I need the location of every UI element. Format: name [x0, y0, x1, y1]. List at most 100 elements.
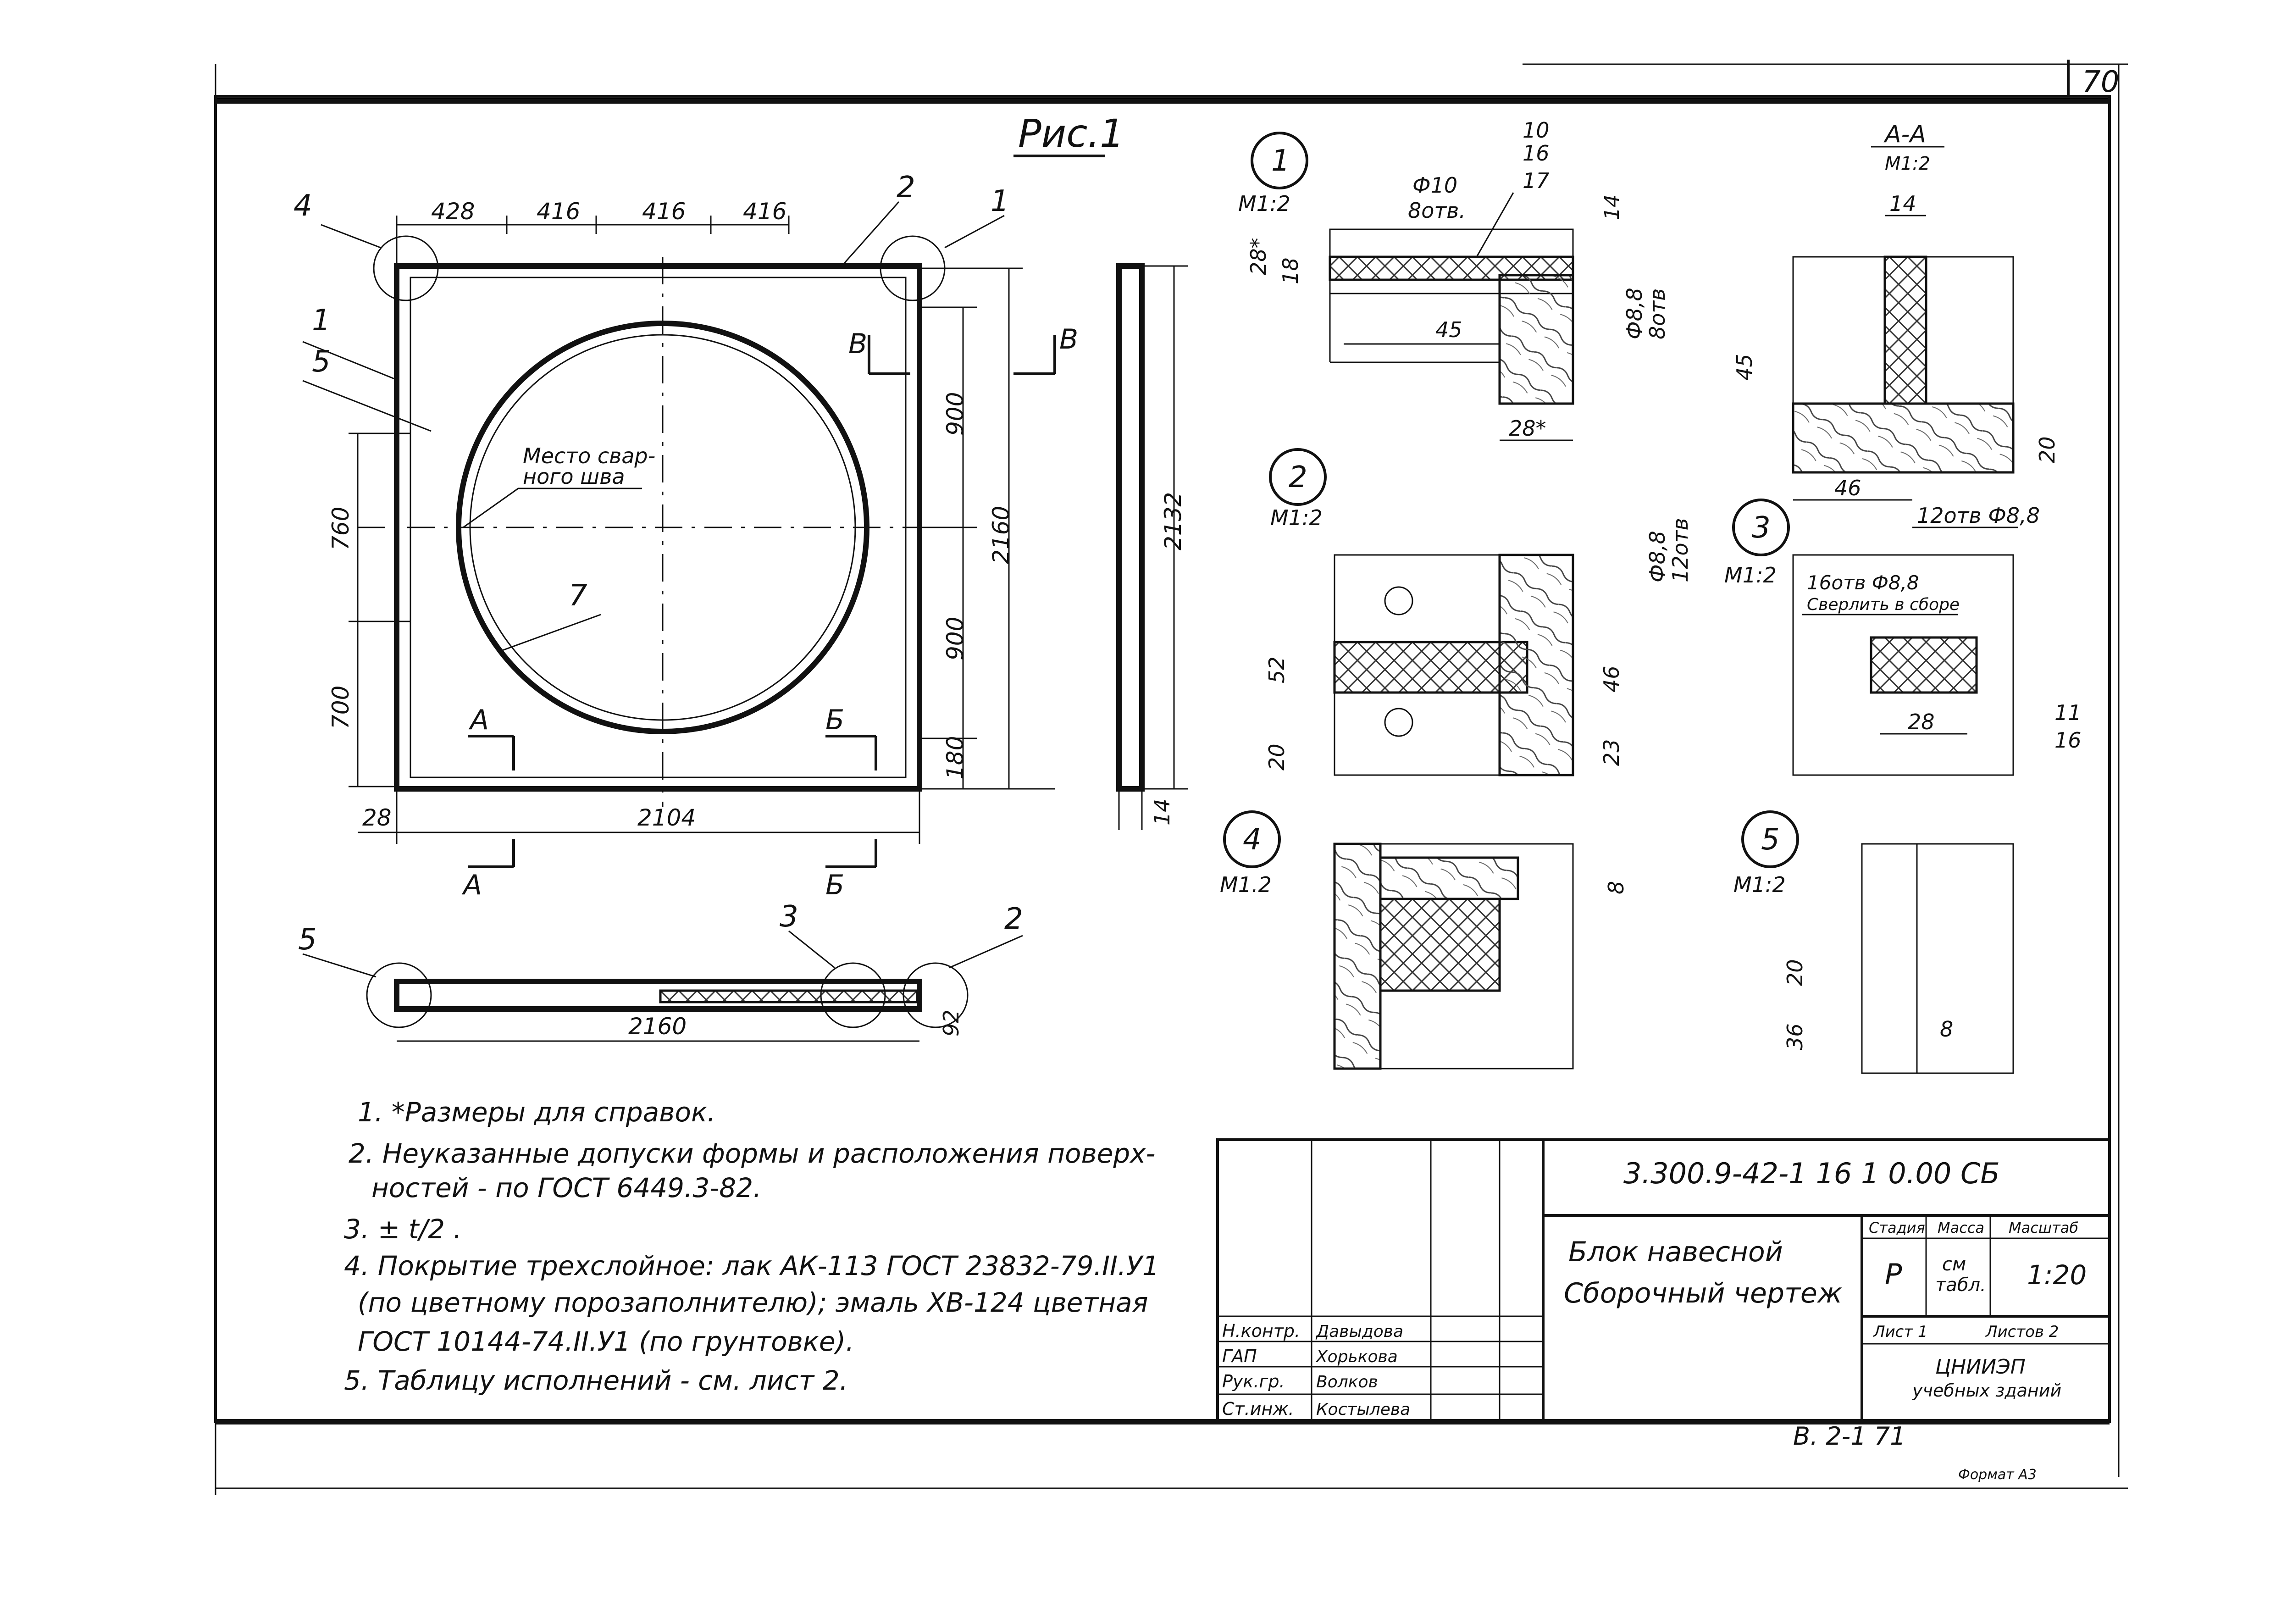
- format-label: Формат А3: [1958, 1467, 2037, 1483]
- svg-text:А: А: [461, 869, 482, 901]
- svg-text:Рук.гр.: Рук.гр.: [1222, 1371, 1285, 1391]
- svg-text:Ст.инж.: Ст.инж.: [1222, 1399, 1294, 1419]
- svg-text:16: 16: [1523, 141, 1550, 166]
- svg-text:16: 16: [2054, 728, 2082, 753]
- bottom-ref: В. 2-1 71: [1793, 1422, 1905, 1451]
- svg-text:Хорькова: Хорькова: [1315, 1347, 1398, 1366]
- dim-overall-height: 2160: [988, 506, 1014, 564]
- svg-text:Ф10: Ф10: [1412, 173, 1457, 198]
- bottom-view: 2160 92 5 3 2: [298, 900, 1023, 1042]
- callout-7: 7: [569, 579, 587, 613]
- note-2a: 2. Неуказанные допуски формы и расположе…: [349, 1138, 1155, 1169]
- svg-text:М1.2: М1.2: [1220, 872, 1272, 897]
- dim-right-900a: 900: [942, 392, 969, 436]
- left-dimensions: 760 700: [327, 432, 410, 787]
- detail-4: 4 М1.2 8: [1220, 810, 1628, 1070]
- doc-code: 3.300.9-42-1 16 1 0.00 СБ: [1623, 1157, 2000, 1190]
- svg-text:12отв: 12отв: [1668, 518, 1693, 582]
- callout-1b: 1: [312, 304, 331, 338]
- svg-text:20: 20: [1264, 743, 1289, 770]
- drawing-type: Сборочный чертеж: [1564, 1277, 1842, 1309]
- svg-text:М1:2: М1:2: [1885, 153, 1930, 174]
- svg-text:45: 45: [1435, 317, 1462, 342]
- svg-text:М1:2: М1:2: [1733, 872, 1786, 897]
- svg-text:Н.контр.: Н.контр.: [1222, 1321, 1300, 1341]
- dim-left-760: 760: [327, 507, 354, 550]
- svg-text:1: 1: [1271, 144, 1290, 178]
- side-view: 2132 14: [1116, 263, 1188, 830]
- dim-overall-width: 2104: [637, 804, 696, 831]
- dim-top-1: 428: [431, 198, 475, 225]
- svg-text:Ф8,8: Ф8,8: [1645, 531, 1670, 582]
- svg-text:В: В: [848, 328, 867, 360]
- svg-text:46: 46: [1834, 476, 1861, 500]
- dim-left-offset: 28: [362, 804, 392, 831]
- detail-2: 2 М1:2 52 20 46 23 Ф8,8 12отв: [1264, 448, 1693, 776]
- svg-text:М1:2: М1:2: [1238, 191, 1290, 216]
- svg-text:Масштаб: Масштаб: [2009, 1219, 2078, 1236]
- svg-text:Масса: Масса: [1938, 1219, 1984, 1236]
- right-dimensions: 900 900 180 2160: [919, 267, 1055, 790]
- callout-1: 1: [991, 184, 1009, 218]
- svg-text:2: 2: [1004, 902, 1023, 936]
- svg-text:Листов 2: Листов 2: [1985, 1323, 2059, 1341]
- dim-top-3: 416: [642, 198, 686, 225]
- bottom-dimensions: 28 2104: [358, 789, 920, 844]
- note-4b: (по цветному порозаполнителю); эмаль ХВ-…: [358, 1287, 1148, 1318]
- note-4c: ГОСТ 10144-74.II.У1 (по грунтовке).: [358, 1326, 854, 1357]
- note-3: 3. ± t/2 .: [344, 1214, 462, 1245]
- svg-text:36: 36: [1783, 1023, 1807, 1050]
- detail-3: 3 М1:2 16отв Ф8,8 Сверлить в сборе 28 11…: [1724, 499, 2082, 776]
- svg-text:В: В: [1059, 323, 1078, 355]
- svg-text:А: А: [468, 704, 489, 736]
- dim-side-thk: 14: [1150, 798, 1174, 826]
- dim-right-900b: 900: [942, 617, 969, 660]
- note-2b: ностей - по ГОСТ 6449.3-82.: [371, 1172, 762, 1203]
- svg-text:Волков: Волков: [1316, 1373, 1378, 1391]
- svg-text:табл.: табл.: [1935, 1275, 1986, 1296]
- svg-text:10: 10: [1523, 118, 1550, 143]
- notes-block: 1. *Размеры для справок. 2. Неуказанные …: [344, 1097, 1159, 1396]
- dim-bottom-height: 92: [939, 1009, 964, 1036]
- svg-text:14: 14: [1600, 194, 1624, 220]
- svg-text:28: 28: [1908, 709, 1935, 734]
- svg-text:2: 2: [1289, 460, 1307, 494]
- svg-text:А-А: А-А: [1883, 121, 1926, 148]
- top-dimensions: 428 416 416 416: [396, 198, 790, 266]
- page-number: 70: [2082, 65, 2119, 99]
- svg-text:5: 5: [298, 923, 317, 957]
- callout-4: 4: [293, 189, 312, 223]
- svg-text:8: 8: [1604, 881, 1628, 894]
- svg-text:16отв Ф8,8: 16отв Ф8,8: [1807, 571, 1919, 594]
- detail-5: 5 М1:2 20 36 8: [1733, 810, 2014, 1074]
- svg-text:Б: Б: [825, 869, 844, 901]
- svg-text:Сверлить в сборе: Сверлить в сборе: [1807, 595, 1960, 614]
- svg-text:учебных зданий: учебных зданий: [1912, 1380, 2061, 1401]
- org-name: ЦНИИЭП: [1935, 1355, 2026, 1379]
- stage-value: Р: [1885, 1258, 1902, 1291]
- svg-text:ного шва: ного шва: [523, 464, 625, 489]
- svg-text:Давыдова: Давыдова: [1315, 1322, 1403, 1341]
- title-block: 3.300.9-42-1 16 1 0.00 СБ Блок навесной …: [1216, 1138, 2111, 1423]
- svg-text:3: 3: [780, 900, 798, 934]
- svg-text:8: 8: [1940, 1017, 1953, 1042]
- svg-text:52: 52: [1264, 656, 1289, 683]
- svg-text:4: 4: [1243, 823, 1262, 857]
- svg-text:17: 17: [1523, 168, 1550, 193]
- svg-text:Место свар-: Место свар-: [523, 443, 655, 468]
- svg-text:Лист 1: Лист 1: [1872, 1323, 1928, 1341]
- note-1: 1. *Размеры для справок.: [358, 1097, 715, 1128]
- section-aa: А-А М1:2 14 45 20 46 12отв Ф8,8: [1732, 121, 2060, 528]
- dim-right-180: 180: [942, 736, 969, 780]
- svg-text:Б: Б: [825, 704, 844, 736]
- svg-text:46: 46: [1599, 665, 1624, 693]
- dim-top-4: 416: [743, 198, 786, 225]
- svg-text:28*: 28*: [1509, 416, 1546, 441]
- svg-text:12отв Ф8,8: 12отв Ф8,8: [1917, 503, 2040, 528]
- svg-text:11: 11: [2054, 700, 2082, 725]
- svg-text:23: 23: [1599, 739, 1624, 766]
- dim-top-2: 416: [537, 198, 580, 225]
- figure-title: Рис.1: [1018, 111, 1124, 156]
